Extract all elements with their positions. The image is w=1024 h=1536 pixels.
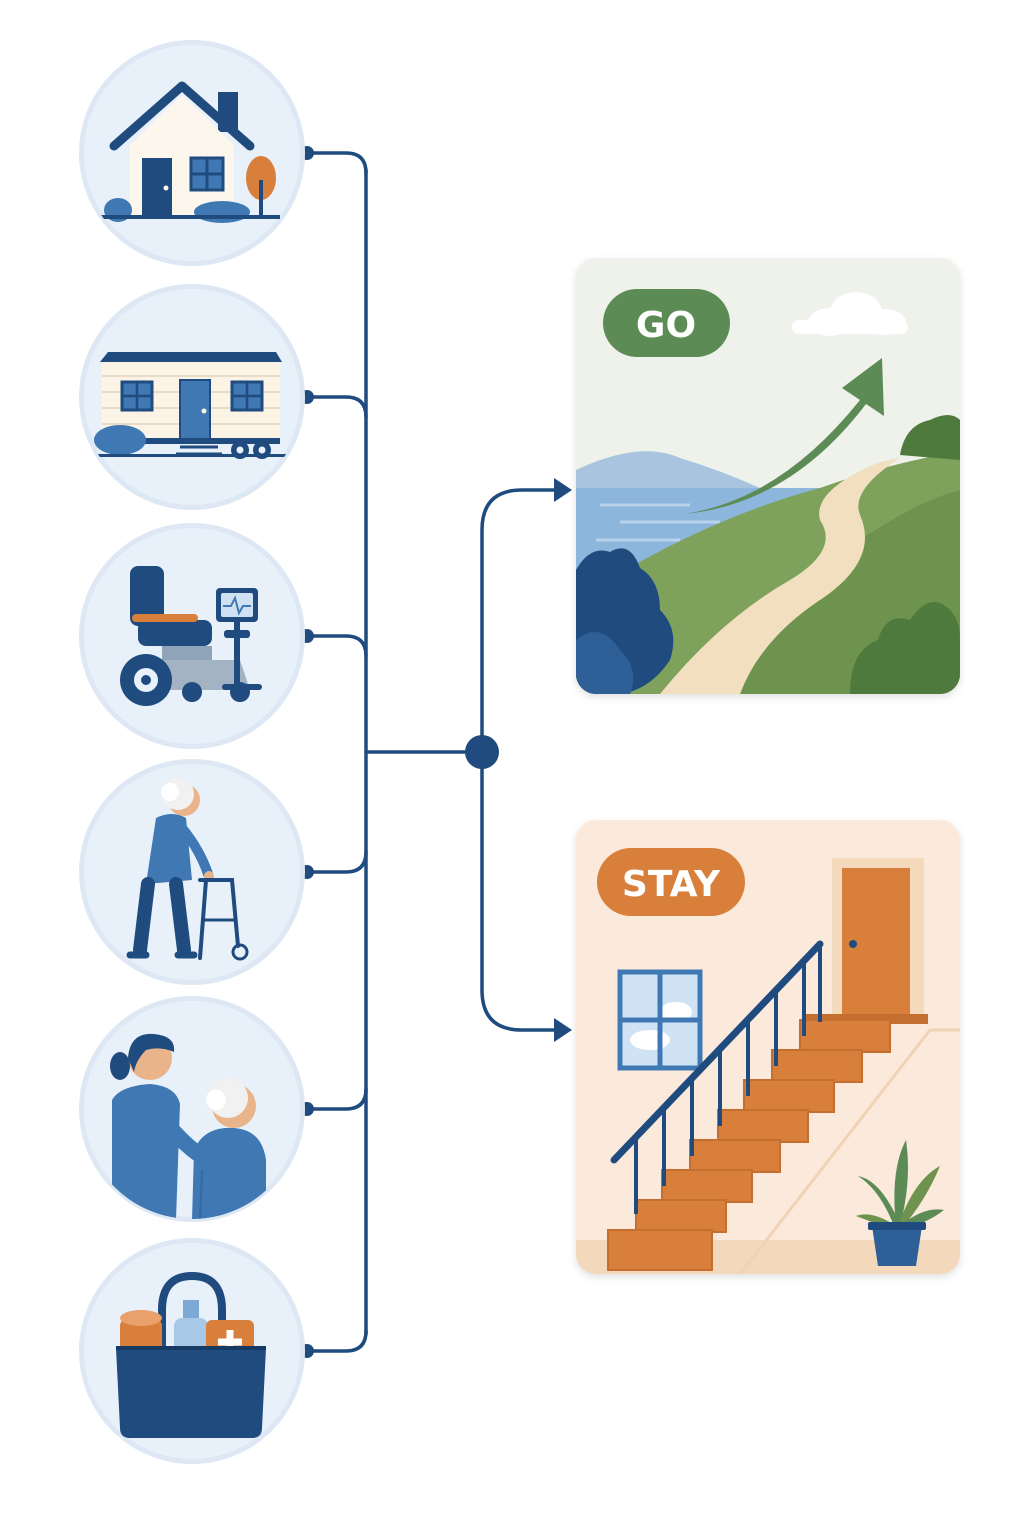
go-badge: [603, 289, 730, 357]
caregiver-icon: [110, 1033, 266, 1219]
factor-supplies-bag: [79, 1238, 305, 1464]
factor-walker-senior: [79, 759, 305, 985]
stay-label: STAY: [622, 864, 721, 905]
staircase-door-icon: [576, 820, 960, 1274]
hub-node: [465, 735, 499, 769]
go-label: GO: [636, 305, 696, 346]
potted-plant-icon: [856, 1140, 944, 1266]
supplies-bag-icon: [116, 1271, 266, 1438]
stay-outcome-card: STAY: [576, 820, 960, 1274]
connectors: [305, 151, 562, 1353]
arrow-go: [554, 478, 572, 502]
factor-wheelchair-equipment: [79, 523, 305, 749]
stay-badge: [597, 848, 745, 916]
arrow-stay: [554, 1018, 572, 1042]
factor-house: [79, 40, 305, 266]
house-icon: [100, 81, 280, 223]
mobile-home-icon: [90, 352, 290, 459]
go-outcome-card: GO: [576, 258, 960, 694]
senior-walker-icon: [126, 778, 249, 961]
wheelchair-monitor-icon: [120, 566, 262, 706]
factor-caregiver: [79, 996, 305, 1222]
factor-mobile-home: [79, 284, 305, 510]
